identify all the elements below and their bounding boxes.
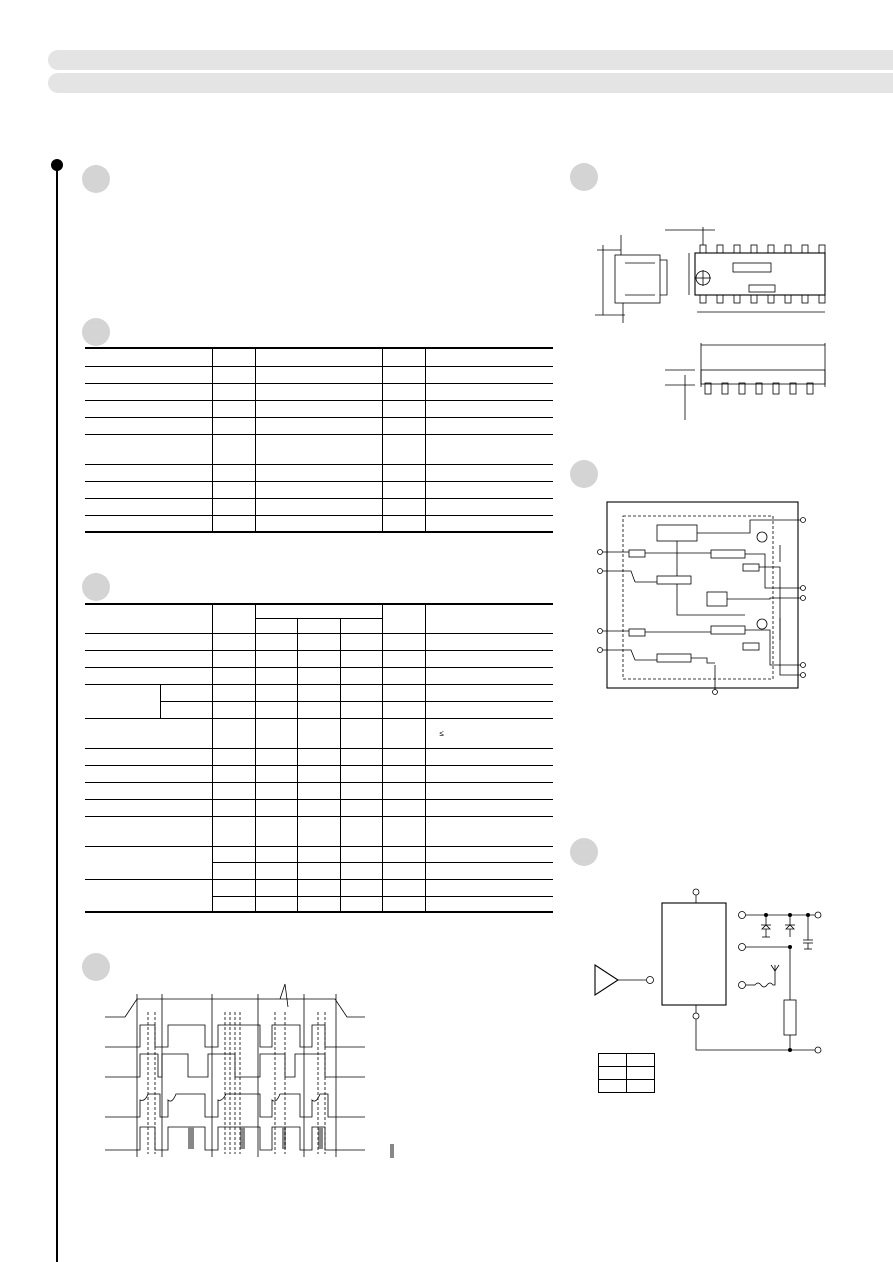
section-marker-block-diagram <box>570 460 598 488</box>
electrical-table: ≤ <box>85 603 554 913</box>
section-marker-package <box>570 163 598 191</box>
section-marker-electrical <box>82 573 110 601</box>
legend-cell <box>598 1079 627 1093</box>
legend-cell <box>626 1066 655 1080</box>
section-marker-absolute-max <box>82 318 110 346</box>
legend-cell <box>626 1053 655 1067</box>
left-rail <box>56 165 58 1262</box>
section-marker-application <box>570 838 598 866</box>
timing-diagram <box>105 983 365 1157</box>
block-diagram <box>597 501 806 695</box>
package-outline <box>595 227 826 420</box>
timing-legend-swatch <box>390 1144 394 1158</box>
application-circuit <box>594 888 822 1054</box>
header-band-bottom <box>48 73 893 93</box>
legend-cell <box>598 1053 627 1067</box>
header-band-top <box>48 50 893 70</box>
rail-start-dot <box>51 159 63 171</box>
section-marker-overview <box>82 165 110 193</box>
section-marker-timing <box>82 953 110 981</box>
absolute-max-table <box>85 347 553 533</box>
legend-cell <box>626 1079 655 1093</box>
le-symbol: ≤ <box>439 728 444 738</box>
application-legend-table <box>598 1053 655 1093</box>
legend-cell <box>598 1066 627 1080</box>
